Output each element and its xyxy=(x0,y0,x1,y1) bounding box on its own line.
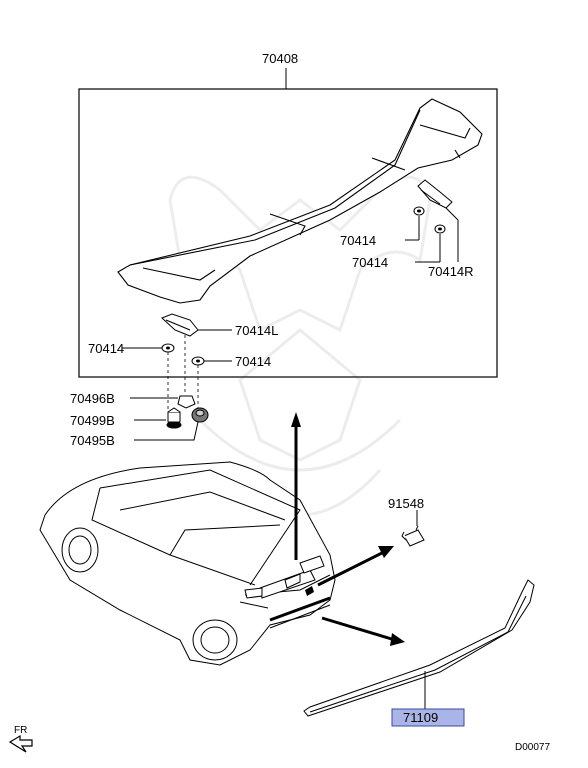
bracket-right xyxy=(417,179,453,209)
label-70499B: 70499B xyxy=(70,413,115,428)
label-70414-right-a: 70414 xyxy=(340,233,376,248)
fr-arrow-icon xyxy=(8,734,33,753)
car-garnish-location xyxy=(269,596,331,622)
fr-label: FR xyxy=(14,725,27,736)
label-71109: 71109 xyxy=(403,710,438,725)
label-70414-left-b: 70414 xyxy=(235,354,271,369)
label-70408: 70408 xyxy=(262,51,298,66)
spoiler-wing xyxy=(117,98,483,304)
bracket-left xyxy=(161,313,199,337)
diagram-id: D00077 xyxy=(515,742,550,753)
label-70414-right-b: 70414 xyxy=(352,255,388,270)
label-70414-left-a: 70414 xyxy=(88,341,124,356)
garnish-strip xyxy=(303,579,535,717)
highlight-71109 xyxy=(391,708,465,727)
clip-91548 xyxy=(401,525,425,547)
label-70414R: 70414R xyxy=(428,264,474,279)
grommet-70495B xyxy=(191,407,209,423)
clip-70496B xyxy=(177,395,196,409)
label-91548: 91548 xyxy=(388,496,424,511)
nut-70499B xyxy=(166,407,182,429)
label-70496B: 70496B xyxy=(70,391,115,406)
label-70414L: 70414L xyxy=(235,323,278,338)
label-70495B: 70495B xyxy=(70,433,115,448)
spoiler-detail-box xyxy=(78,88,498,378)
arrow-to-91548 xyxy=(317,546,394,587)
arrow-to-71109 xyxy=(321,616,405,646)
car-outline xyxy=(39,461,336,666)
arrow-up xyxy=(291,412,301,560)
